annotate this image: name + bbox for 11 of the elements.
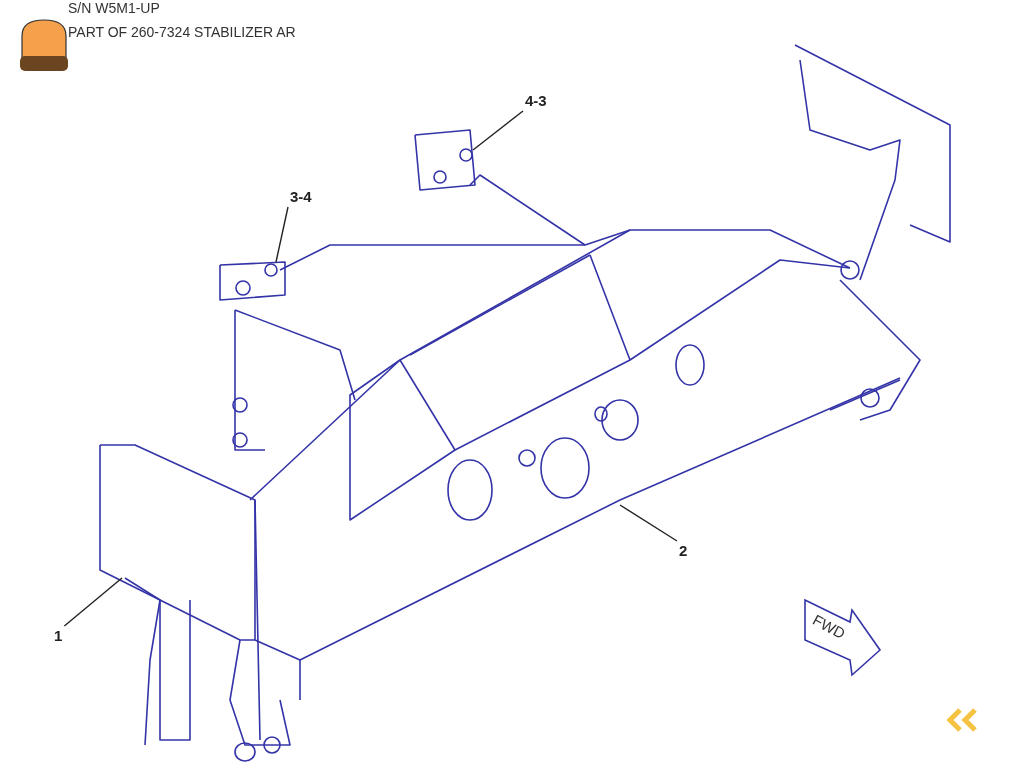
- callout-number: 4-3: [525, 93, 547, 109]
- parent-part-text: PART OF 260-7324 STABILIZER AR: [68, 24, 296, 40]
- serial-number-text: S/N W5M1-UP: [68, 0, 160, 16]
- leader-line: [472, 110, 524, 151]
- callout-number: 3-4: [290, 189, 312, 205]
- callout-number: 1: [54, 628, 63, 644]
- direction-label: FWD: [810, 611, 849, 643]
- leader-line: [275, 206, 289, 263]
- leader-line: [619, 504, 678, 542]
- leader-line: [63, 577, 123, 627]
- callout-number: 2: [679, 543, 688, 559]
